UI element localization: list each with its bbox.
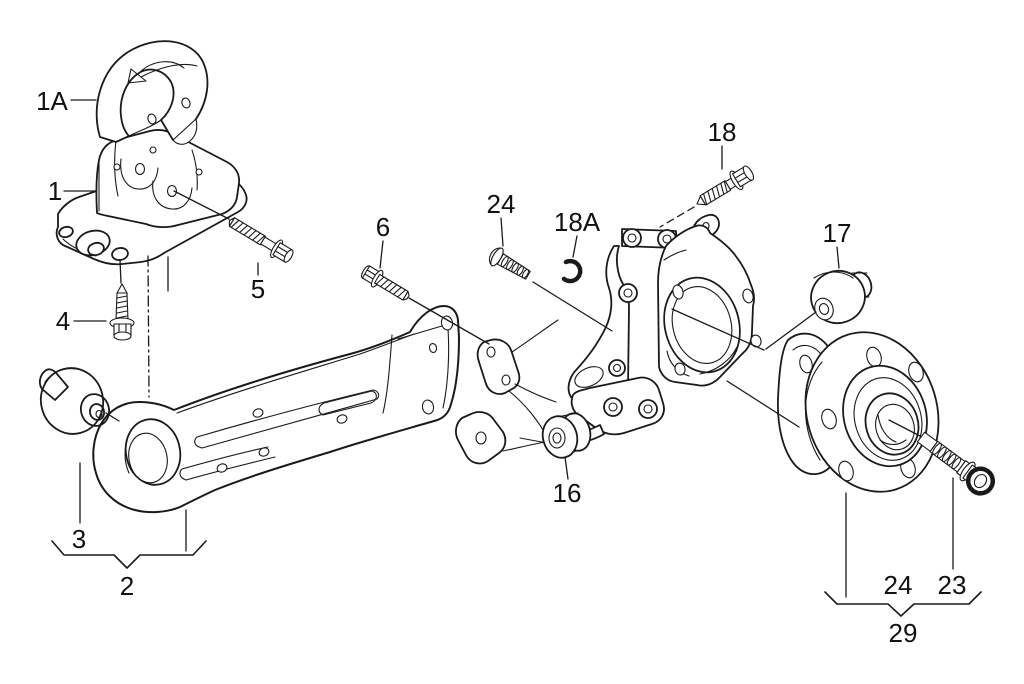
callout-1a[interactable]: 1A bbox=[36, 86, 68, 116]
callout-23[interactable]: 23 bbox=[938, 570, 967, 600]
callout-24-left[interactable]: 24 bbox=[487, 189, 516, 219]
bushing-16 bbox=[541, 412, 592, 459]
hub-stud-hole bbox=[821, 408, 837, 430]
leader-lines bbox=[105, 190, 921, 437]
plate-hole bbox=[58, 225, 74, 239]
arm-slot bbox=[318, 390, 377, 416]
plate-hole bbox=[111, 247, 129, 261]
trailing-arm bbox=[92, 305, 460, 514]
bolt-5 bbox=[228, 217, 294, 263]
cap-hole bbox=[181, 97, 191, 109]
callout-24-right[interactable]: 24 bbox=[884, 570, 913, 600]
wheel-bearing-housing bbox=[455, 213, 762, 465]
bracket-mount bbox=[55, 129, 248, 266]
cap-hole bbox=[147, 113, 157, 125]
direction-arrow-icon bbox=[127, 68, 147, 84]
callout-3[interactable]: 3 bbox=[72, 524, 86, 554]
group-brace-29 bbox=[824, 591, 982, 617]
callout-18a[interactable]: 18A bbox=[554, 207, 601, 237]
callout-5[interactable]: 5 bbox=[251, 274, 265, 304]
callout-6[interactable]: 6 bbox=[376, 212, 390, 242]
lock-washer bbox=[560, 258, 583, 284]
assembly-centerlines bbox=[119, 255, 169, 398]
screw bbox=[109, 283, 135, 341]
flange-hole bbox=[672, 284, 684, 300]
callout-labels: 1A 1 4 5 3 2 6 24 18A 16 18 17 24 23 29 bbox=[36, 86, 966, 648]
trailing-arm-body bbox=[92, 305, 460, 514]
hub-stud-hole bbox=[838, 460, 854, 482]
callout-16[interactable]: 16 bbox=[553, 478, 582, 508]
callout-18[interactable]: 18 bbox=[708, 117, 737, 147]
knuckle-slot bbox=[574, 366, 604, 388]
splined-bolt-23 bbox=[916, 431, 996, 496]
callout-29[interactable]: 29 bbox=[889, 618, 918, 648]
callout-17[interactable]: 17 bbox=[823, 218, 852, 248]
bolt-24 bbox=[488, 247, 531, 280]
flange-hole bbox=[674, 362, 686, 376]
wheel-hub-assembly bbox=[777, 331, 940, 493]
callout-leaders bbox=[51, 99, 982, 617]
group-brace-2 bbox=[51, 540, 207, 569]
hub-stud-hole bbox=[908, 361, 924, 383]
callout-4[interactable]: 4 bbox=[56, 306, 70, 336]
mount-body bbox=[95, 129, 241, 229]
bolt-6 bbox=[361, 265, 410, 301]
bushing-17 bbox=[810, 269, 873, 325]
flange-hole bbox=[742, 288, 754, 304]
trailing-arm-bushing bbox=[38, 367, 111, 435]
callout-2[interactable]: 2 bbox=[120, 571, 134, 601]
bolt-18 bbox=[696, 165, 755, 206]
knuckle-front-ear bbox=[476, 338, 521, 395]
cover-cap bbox=[95, 40, 209, 145]
callout-1[interactable]: 1 bbox=[48, 176, 62, 206]
